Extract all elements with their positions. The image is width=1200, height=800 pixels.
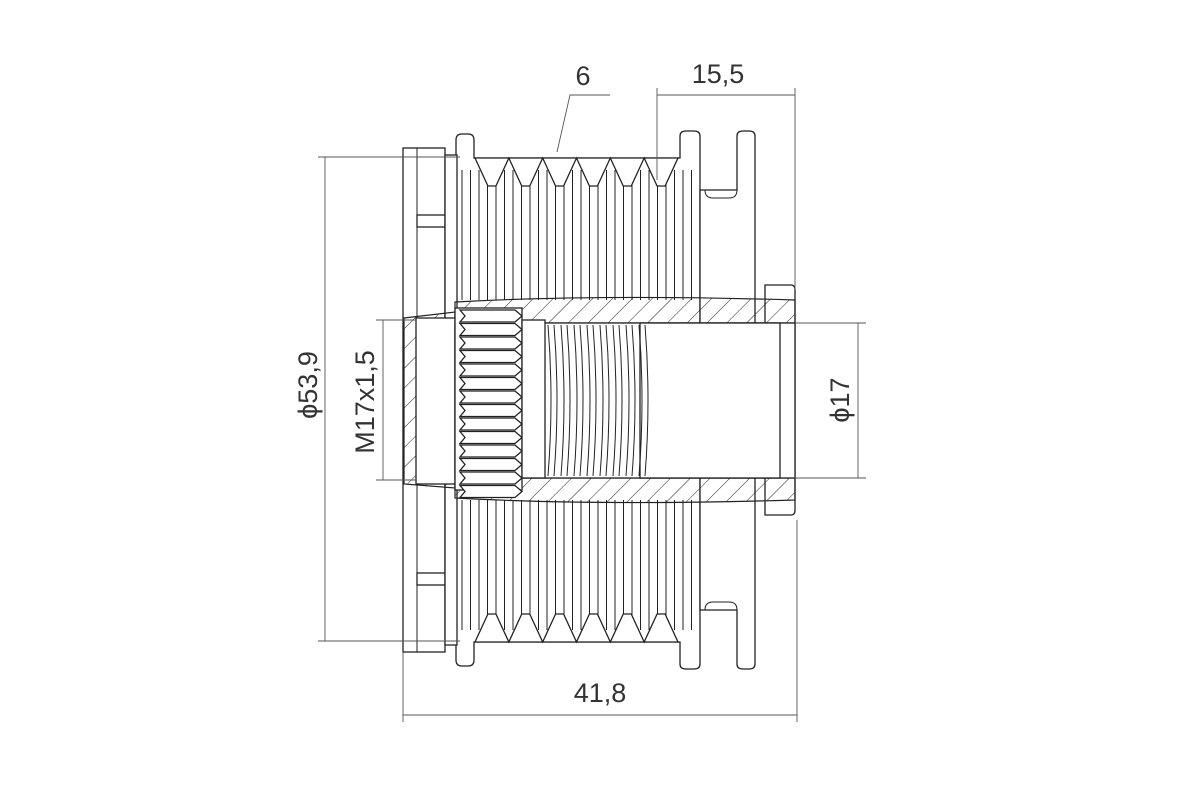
spline-tooth	[458, 336, 523, 350]
thread-line	[631, 324, 636, 477]
spline-tooth	[458, 430, 523, 445]
spline-tooth	[458, 309, 523, 323]
thread-line	[566, 324, 571, 477]
thread-line	[599, 324, 604, 477]
thread-line	[560, 324, 565, 477]
spline-teeth	[454, 307, 523, 499]
thread-line	[573, 324, 578, 477]
spline-tooth	[458, 444, 523, 458]
spline-tooth	[458, 363, 523, 377]
thread-line	[553, 324, 558, 477]
offset-label: 15,5	[692, 59, 745, 89]
thread-line	[579, 324, 584, 477]
spline-tooth	[458, 376, 523, 391]
overall-length-label: 41,8	[574, 678, 627, 708]
spline-tooth	[458, 457, 523, 472]
internal-thread	[547, 324, 649, 477]
spline-tooth	[458, 484, 523, 499]
thread-label: M17x1,5	[350, 350, 380, 454]
hub-section	[403, 284, 796, 516]
thread-line	[625, 324, 630, 477]
thread-line	[612, 324, 617, 477]
outer-diameter-label: ϕ53,9	[293, 351, 323, 419]
thread-line	[618, 324, 623, 477]
thread-line	[605, 324, 610, 477]
thread-line	[592, 324, 597, 477]
bore-diameter-label: ϕ17	[825, 377, 855, 422]
thread-line	[586, 324, 591, 477]
spline-tooth	[458, 471, 523, 485]
spline-tooth	[458, 417, 523, 431]
spline-tooth	[458, 403, 523, 418]
dimension-labels: 6 15,5 41,8 ϕ53,9 M17x1,5 ϕ17	[293, 59, 855, 708]
spline-tooth	[458, 390, 523, 404]
groove-count-label: 6	[575, 61, 590, 91]
dimension-lines	[318, 88, 866, 722]
spline-tooth	[458, 322, 523, 337]
spline-tooth	[458, 349, 523, 364]
thread-line	[638, 324, 643, 477]
thread-line	[547, 324, 552, 477]
thread-line	[644, 324, 649, 477]
